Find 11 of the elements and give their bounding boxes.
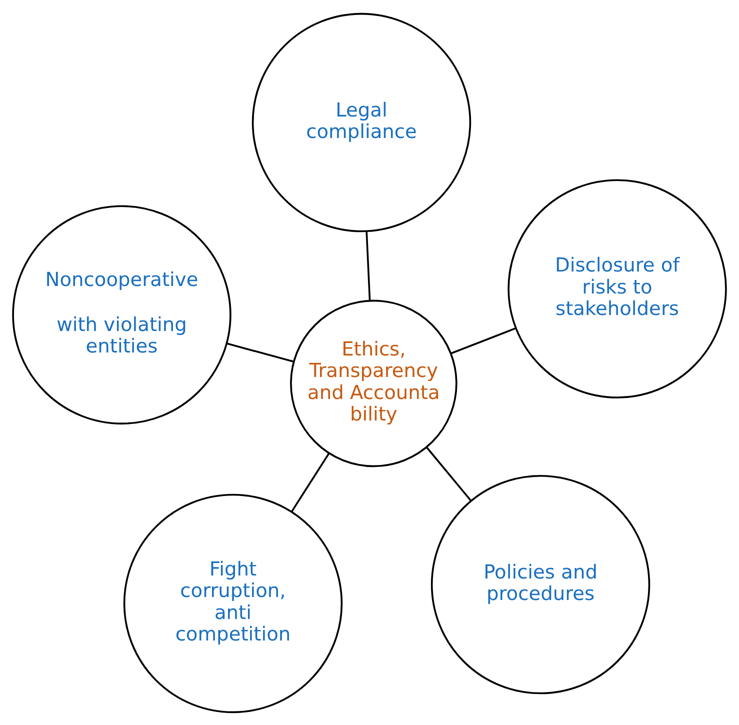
node-circle: Disclosure of risks to stakeholders bbox=[508, 178, 727, 398]
connector bbox=[366, 230, 371, 300]
node-circle: Fight corruption, anti competition bbox=[123, 493, 343, 713]
connector bbox=[226, 342, 294, 362]
node-circle: Policies and procedures bbox=[430, 474, 650, 694]
connector bbox=[450, 327, 516, 354]
node-circle: Noncooperative with violating entities bbox=[12, 204, 232, 424]
node-circle: Legal compliance bbox=[252, 12, 472, 232]
node-circle: Ethics, Transparency and Accountability bbox=[290, 299, 458, 467]
connector bbox=[290, 452, 330, 512]
connector bbox=[426, 446, 472, 501]
